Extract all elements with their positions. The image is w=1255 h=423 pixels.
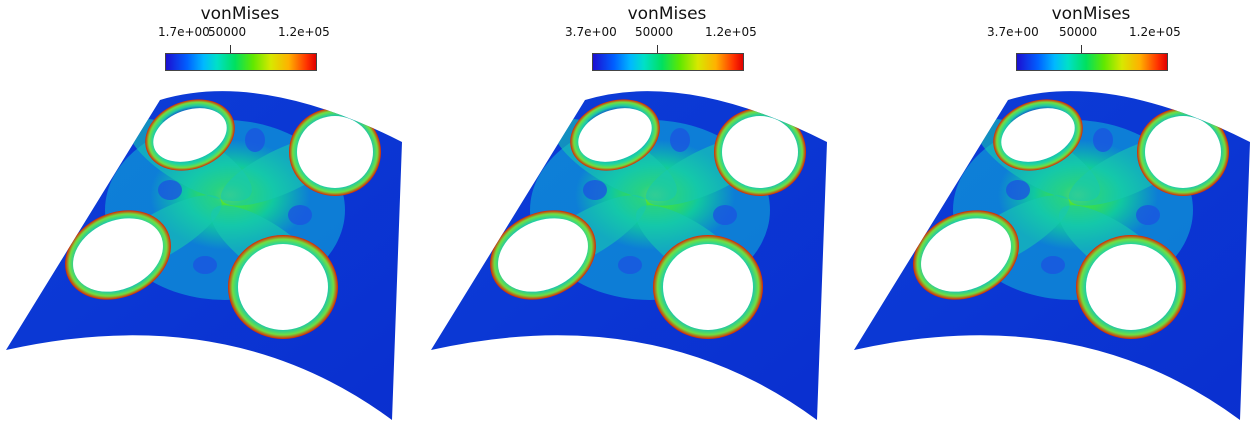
colorbar-tick (1081, 45, 1082, 53)
colorbar-max-label: 1.2e+05 (1129, 25, 1181, 39)
colorbar-mid-label: 50000 (635, 25, 674, 39)
colorbar-tick (230, 45, 231, 53)
stress-plate (0, 0, 420, 423)
colorbar-title: vonMises (627, 4, 707, 24)
colorbar-gradient (165, 53, 317, 71)
colorbar-max-label: 1.2e+05 (705, 25, 757, 39)
panel-2: vonMises 3.7e+00 50000 1.2e+05 (425, 0, 845, 423)
colorbar-min-label: 3.7e+00 (565, 25, 617, 39)
colorbar: vonMises 1.7e+00 50000 1.2e+05 (158, 0, 330, 80)
colorbar-mid-label: 50000 (1059, 25, 1098, 39)
colorbar-gradient (1016, 53, 1168, 71)
colorbar-min-label: 1.7e+00 (158, 25, 210, 39)
colorbar: vonMises 3.7e+00 50000 1.2e+05 (987, 0, 1181, 80)
stress-plate (425, 0, 845, 423)
colorbar-tick (657, 45, 658, 53)
colorbar-min-label: 3.7e+00 (987, 25, 1039, 39)
colorbar-mid-label: 50000 (208, 25, 247, 39)
stress-plate (848, 0, 1255, 423)
colorbar-title: vonMises (1051, 4, 1131, 24)
colorbar-gradient (592, 53, 744, 71)
colorbar-title: vonMises (200, 4, 280, 24)
panel-3: vonMises 3.7e+00 50000 1.2e+05 (848, 0, 1255, 423)
panel-1: vonMises 1.7e+00 50000 1.2e+05 (0, 0, 420, 423)
colorbar: vonMises 3.7e+00 50000 1.2e+05 (565, 0, 757, 80)
colorbar-max-label: 1.2e+05 (278, 25, 330, 39)
